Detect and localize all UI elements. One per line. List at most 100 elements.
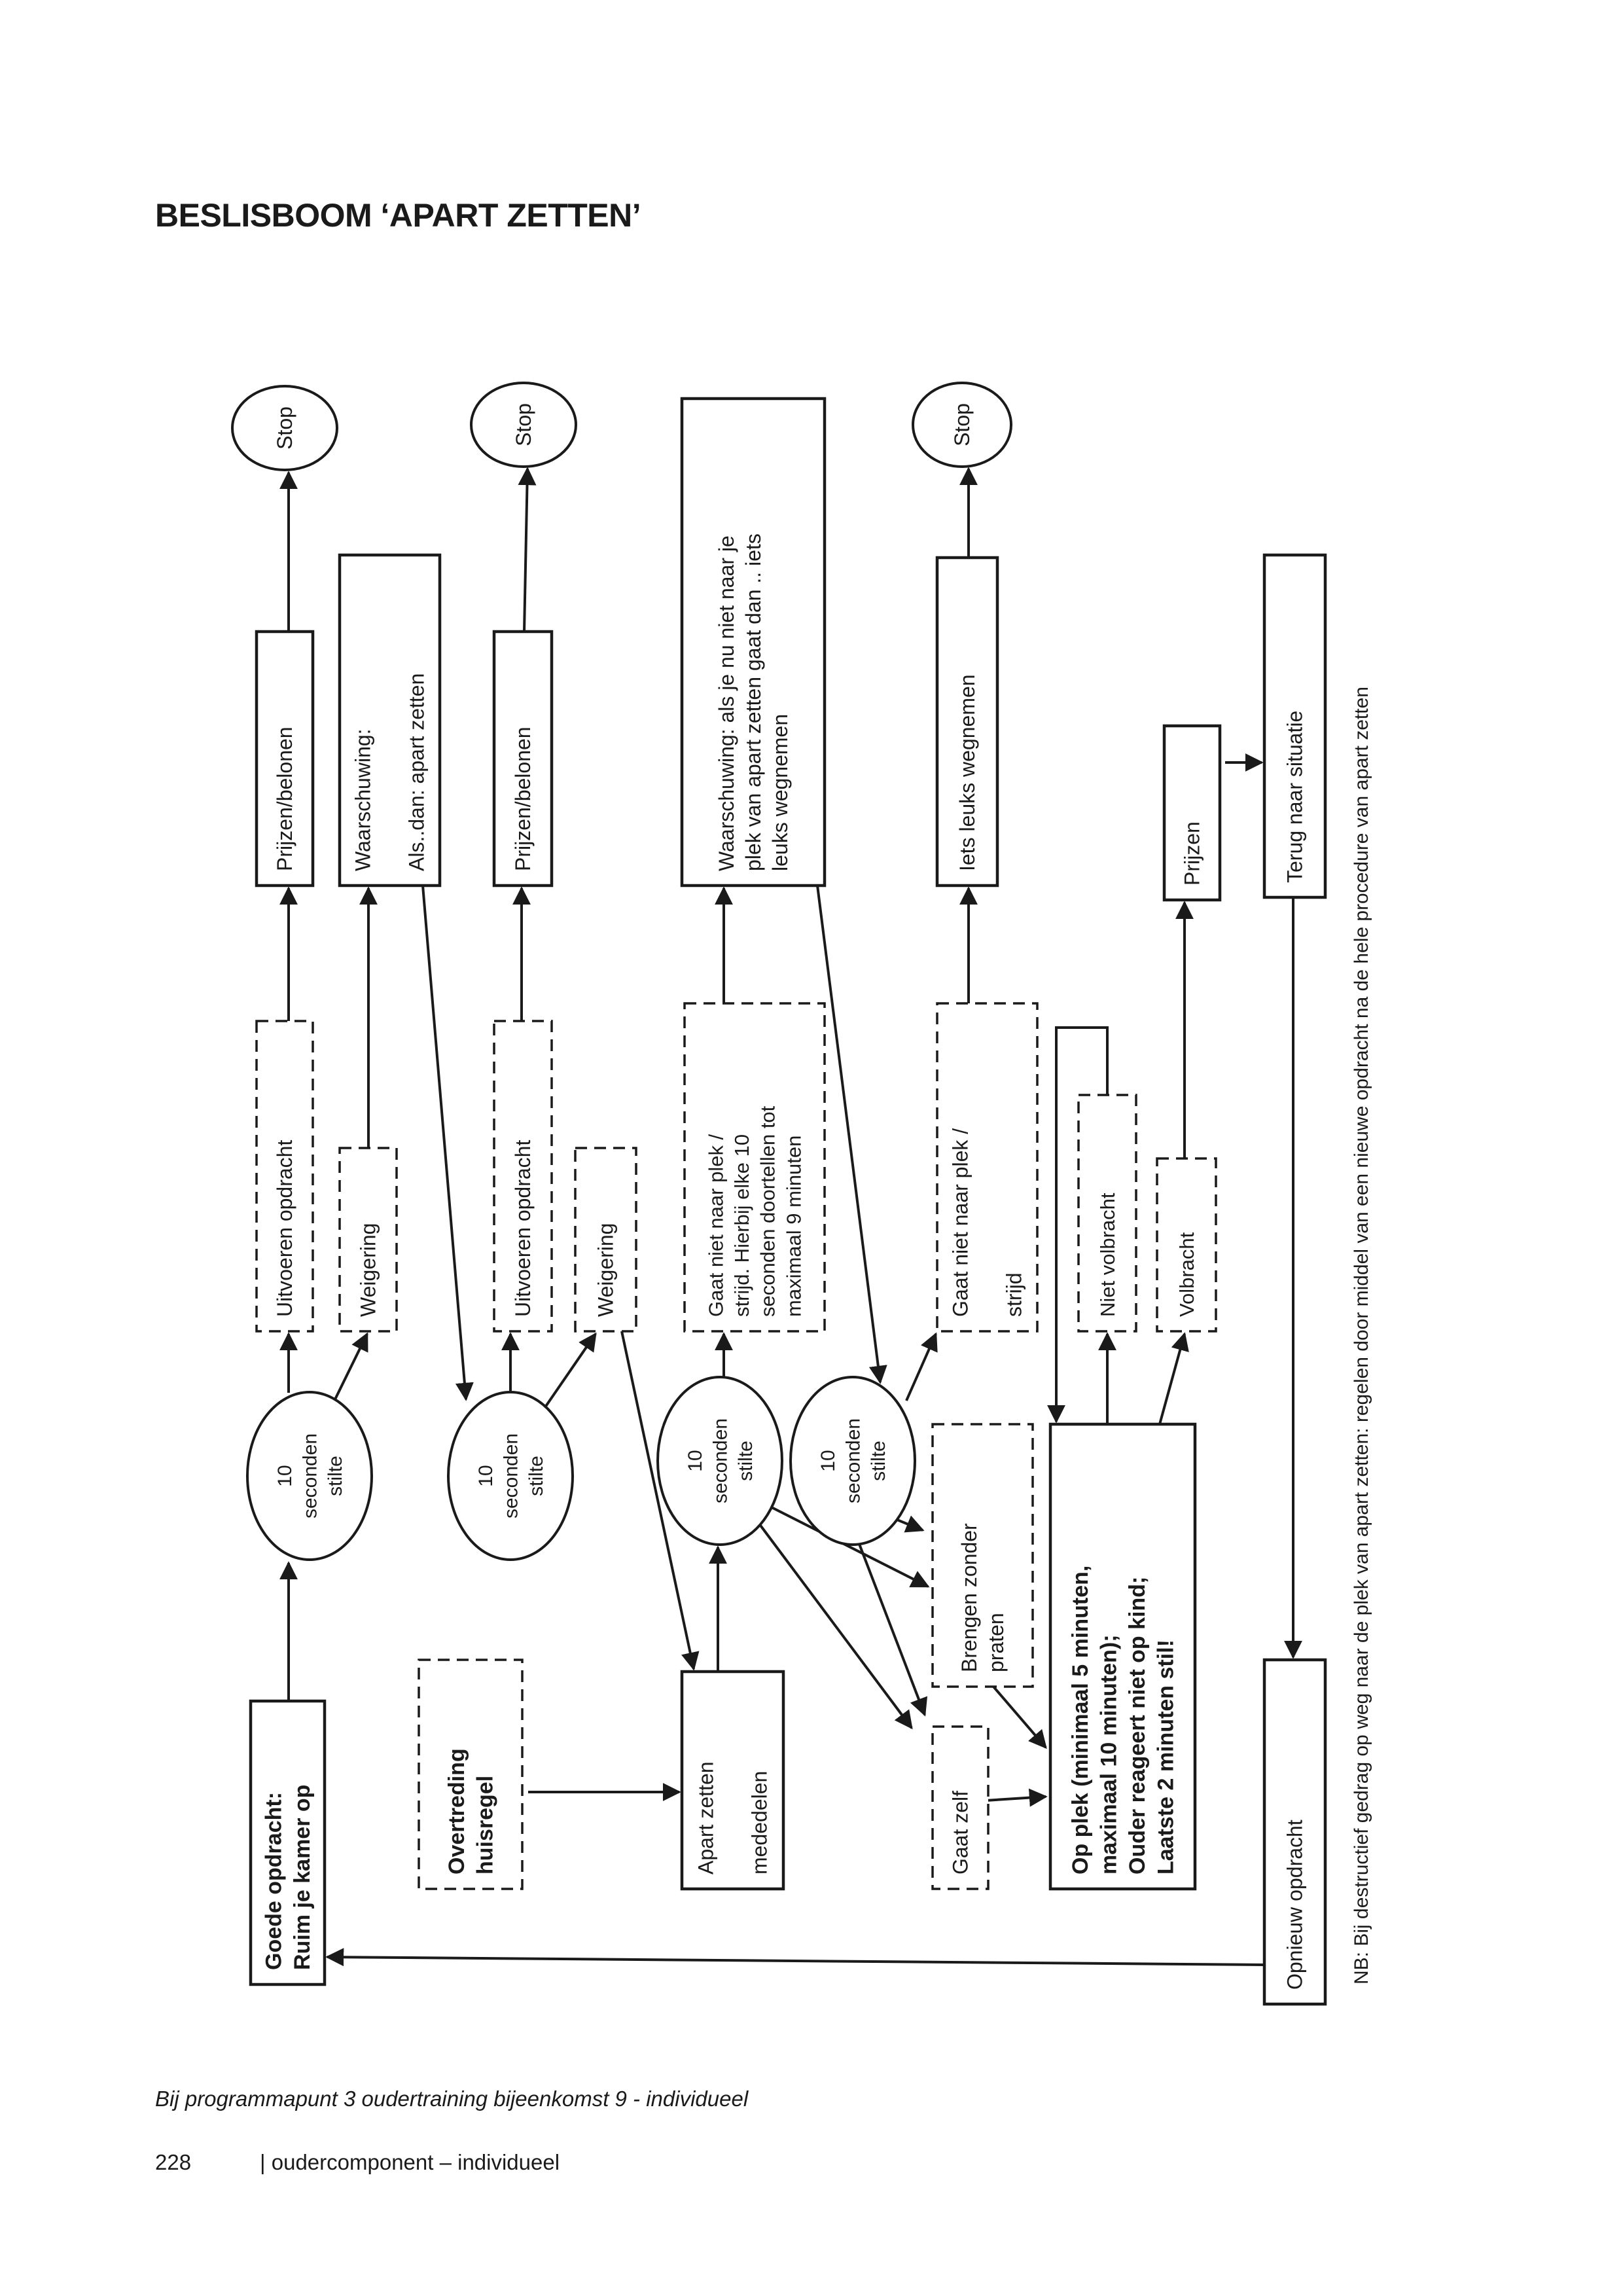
silence-circle [656, 1376, 783, 1546]
solid-box [249, 1699, 327, 1986]
node-prijzen2: Prijzen/belonen [492, 630, 554, 888]
node-label-line: Overtreding [444, 1748, 469, 1874]
node-label-line: huisregel [473, 1776, 498, 1874]
dashed-box [418, 1659, 524, 1890]
edge-nietvolbracht-to-opplek [1047, 1026, 1109, 1424]
stop-ellipse [470, 382, 577, 468]
dashed-box [931, 1423, 1034, 1688]
solid-box [1048, 1422, 1197, 1891]
node-label-line: plek van apart zetten gaat dan .. iets [741, 533, 765, 871]
node-label-line: seconden [710, 1418, 732, 1503]
node-label-line: Uitvoeren opdracht [511, 1140, 535, 1317]
node-label-line: Als..dan: apart zetten [405, 673, 429, 871]
edge-stilte3-to-brengen [770, 1505, 930, 1588]
node-label-line: praten [984, 1613, 1008, 1672]
solid-box [492, 630, 554, 888]
solid-box [338, 553, 442, 888]
node-label-line: stilte [325, 1456, 346, 1496]
node-stop2: Stop [470, 382, 577, 468]
node-label-line: Laatste 2 minuten stil! [1154, 1640, 1179, 1874]
node-label-line: Gaat niet naar plek / [949, 1128, 972, 1317]
dashed-box [683, 1002, 826, 1333]
edge-opnieuw-to-goede [325, 1948, 1265, 1967]
node-goede: Goede opdracht:Ruim je kamer op [249, 1699, 327, 1986]
node-label-line: Brengen zonder [957, 1523, 981, 1672]
node-label-line: Volbracht [1175, 1232, 1198, 1317]
dashed-box [493, 1020, 553, 1333]
edge-weigering2-to-apart [620, 1331, 700, 1671]
node-label-line: Weigering [357, 1223, 380, 1317]
stop-ellipse [231, 385, 338, 471]
node-weigering1: Weigering [338, 1147, 398, 1333]
node-label-line: Goede opdracht: [262, 1792, 287, 1970]
dashed-box [255, 1020, 314, 1333]
node-prijzen1: Prijzen/belonen [255, 630, 315, 888]
node-weigering2: Weigering [574, 1147, 637, 1333]
node-label-line: stilte [868, 1441, 889, 1481]
node-label-line: Stop [512, 403, 535, 446]
node-gaatniet1: Gaat niet naar plek /strijd. Hierbij elk… [683, 1002, 826, 1333]
edge-stilte4-to-gaatniet2 [905, 1332, 938, 1401]
edge-stilte4-to-gaatzelf [848, 1518, 928, 1717]
node-label-line: strijd. Hierbij elke 10 [730, 1134, 753, 1317]
node-waarschuwing1: Waarschuwing: Als..dan: apart zetten [338, 553, 442, 888]
running-head: | oudercomponent – individueel [260, 2150, 560, 2174]
node-label-line: leuks wegnemen [768, 714, 792, 871]
edge-stilte2-to-weigering2 [544, 1332, 597, 1408]
node-label-line: maximaal 10 minuten); [1097, 1634, 1122, 1874]
node-label-line: Ruim je kamer op [290, 1785, 315, 1970]
node-label-line: 10 [685, 1450, 706, 1471]
node-label-line: Waarschuwing: [351, 728, 375, 871]
node-label-line: Prijzen/belonen [273, 726, 296, 871]
dashed-box [338, 1147, 398, 1333]
solid-box [1262, 553, 1327, 899]
silence-circle [246, 1391, 373, 1561]
page-title: BESLISBOOM ‘APART ZETTEN’ [155, 197, 641, 234]
node-label-line: Stop [950, 403, 974, 446]
node-label-line: Iets leuks wegnemen [955, 674, 979, 871]
silence-circle [789, 1376, 916, 1546]
solid-box [680, 397, 827, 888]
node-opnieuw: Opnieuw opdracht [1262, 1658, 1327, 2006]
edge-waarschuwing1-to-stilte2 [421, 885, 474, 1401]
node-label-line: Gaat niet naar plek / [704, 1134, 727, 1317]
node-label-line: Prijzen/belonen [511, 726, 535, 871]
node-gaatniet2: Gaat niet naar plek /strijd [936, 1002, 1039, 1333]
page-footer: 228 | oudercomponent – individueel [155, 2150, 560, 2175]
edge-stilte1-to-weigering1 [333, 1332, 368, 1401]
node-uitvoeren2: Uitvoeren opdracht [493, 1020, 553, 1333]
dashed-box [1156, 1157, 1217, 1333]
solid-box [1262, 1658, 1327, 2006]
node-label-line: seconden [843, 1418, 865, 1503]
node-label-line: stilte [735, 1441, 757, 1481]
node-label-line: Weigering [594, 1223, 618, 1317]
stop-ellipse [912, 382, 1012, 468]
node-label-line: Op plek (minimaal 5 minuten, [1068, 1566, 1093, 1874]
node-volbracht: Volbracht [1156, 1157, 1217, 1333]
dashed-box [574, 1147, 637, 1333]
node-nietvolbracht: Niet volbracht [1077, 1094, 1137, 1333]
footer-note: Bij programmapunt 3 oudertraining bijeen… [155, 2087, 749, 2111]
node-prijzen3: Prijzen [1162, 724, 1222, 902]
node-label-line: maximaal 9 minuten [782, 1136, 805, 1317]
edge-waarschuwing2-to-stilte4 [816, 885, 887, 1384]
node-stop1: Stop [231, 385, 338, 471]
node-label-line: Terug naar situatie [1283, 711, 1307, 883]
node-ietsleuks: Iets leuks wegnemen [935, 556, 999, 888]
dashed-box [936, 1002, 1039, 1333]
node-opplek: Op plek (minimaal 5 minuten,maximaal 10 … [1048, 1422, 1197, 1891]
node-label-line: seconden doortellen tot [757, 1105, 779, 1317]
node-label-line: Prijzen [1181, 821, 1204, 886]
node-label-line: Niet volbracht [1096, 1193, 1119, 1317]
solid-box [935, 556, 999, 888]
silence-circle [447, 1391, 574, 1561]
